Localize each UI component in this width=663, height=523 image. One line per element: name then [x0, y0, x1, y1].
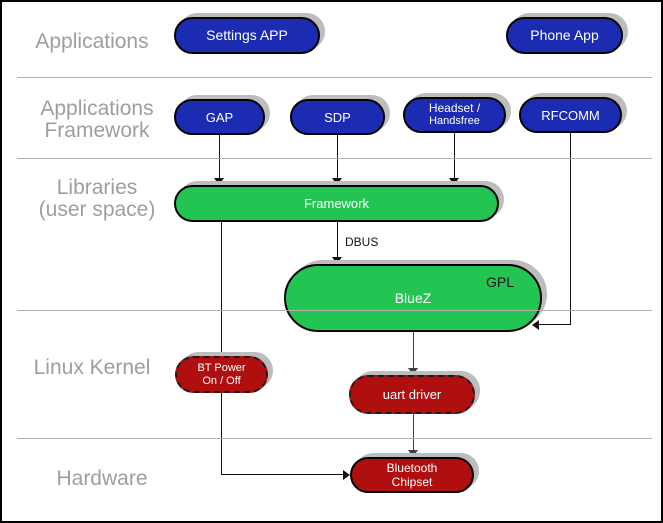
node-bt-power-label-line2: On / Off: [202, 374, 241, 387]
edge-label-dbus: DBUS: [345, 235, 378, 249]
layer-label-applications-framework-line2: Framework: [44, 119, 150, 142]
edge-framework-bluez-arrowhead: [332, 257, 342, 264]
layer-label-hardware: Hardware: [22, 468, 182, 490]
node-framework: Framework: [174, 185, 499, 222]
node-bluez-gpl-badge: GPL: [485, 274, 514, 290]
divider-libraries: [17, 310, 652, 311]
node-bluez: GPL BlueZ: [284, 264, 542, 332]
edge-headset-framework-arrowhead: [449, 178, 459, 185]
node-gap: GAP: [174, 99, 265, 135]
node-headset-label-line1: Headset /: [428, 101, 481, 115]
node-bt-power: BT Power On / Off: [175, 356, 268, 393]
edge-rfcomm-bluez-vline: [570, 133, 571, 324]
node-uart-driver-label: uart driver: [382, 387, 442, 402]
edge-bluez-uart-line: [413, 332, 414, 369]
node-settings-app-label: Settings APP: [206, 27, 288, 43]
edge-bluez-uart-arrowhead: [408, 368, 418, 375]
edge-framework-chipset-vline: [221, 222, 222, 474]
layer-label-applications-framework-line1: Applications: [40, 97, 154, 120]
edge-framework-chipset-hline: [221, 474, 343, 475]
node-bluetooth-chipset-label-line2: Chipset: [391, 475, 433, 489]
node-rfcomm: RFCOMM: [519, 97, 622, 133]
layer-label-libraries-line1: Libraries: [56, 176, 138, 199]
node-phone-app: Phone App: [506, 17, 623, 54]
node-settings-app: Settings APP: [174, 17, 320, 54]
edge-headset-framework-line: [454, 133, 455, 179]
node-sdp-label: SDP: [324, 109, 351, 125]
layer-label-libraries: Libraries (user space): [12, 177, 182, 221]
edge-uart-chipset-line: [413, 414, 414, 451]
node-phone-app-label: Phone App: [530, 27, 599, 43]
layer-label-linux-kernel-text: Linux Kernel: [33, 356, 151, 379]
edge-sdp-framework-arrowhead: [332, 178, 342, 185]
layer-label-libraries-line2: (user space): [38, 198, 156, 221]
edge-sdp-framework-line: [337, 135, 338, 179]
node-headset-label-line2: Handsfree: [429, 115, 480, 127]
edge-label-dbus-text: DBUS: [345, 235, 379, 249]
layer-label-applications-text: Applications: [35, 30, 149, 53]
divider-applications: [17, 77, 652, 78]
node-bluetooth-chipset-label-line1: Bluetooth: [386, 461, 438, 475]
edge-rfcomm-bluez-arrowhead: [532, 320, 539, 330]
node-uart-driver: uart driver: [349, 375, 475, 414]
node-bluez-label: BlueZ: [394, 289, 432, 306]
layer-label-applications-framework: Applications Framework: [12, 98, 182, 142]
layer-label-linux-kernel: Linux Kernel: [12, 357, 172, 379]
edge-gap-framework-line: [219, 135, 220, 179]
edge-framework-chipset-arrowhead: [343, 470, 350, 480]
divider-app-framework: [17, 158, 652, 159]
edge-uart-chipset-arrowhead: [408, 450, 418, 457]
divider-linux-kernel: [17, 438, 652, 439]
edge-gap-framework-arrowhead: [214, 178, 224, 185]
edge-rfcomm-bluez-hline: [539, 324, 571, 325]
node-rfcomm-label: RFCOMM: [541, 107, 600, 123]
node-sdp: SDP: [290, 99, 385, 135]
node-bluetooth-chipset: Bluetooth Chipset: [350, 457, 474, 493]
edge-framework-bluez-line: [337, 222, 338, 258]
layer-label-hardware-text: Hardware: [56, 467, 148, 490]
node-framework-label: Framework: [303, 196, 369, 211]
layer-label-applications: Applications: [12, 31, 172, 53]
node-gap-label: GAP: [205, 109, 234, 125]
node-bt-power-label-line1: BT Power: [197, 361, 246, 374]
node-headset-handsfree: Headset / Handsfree: [403, 97, 506, 133]
